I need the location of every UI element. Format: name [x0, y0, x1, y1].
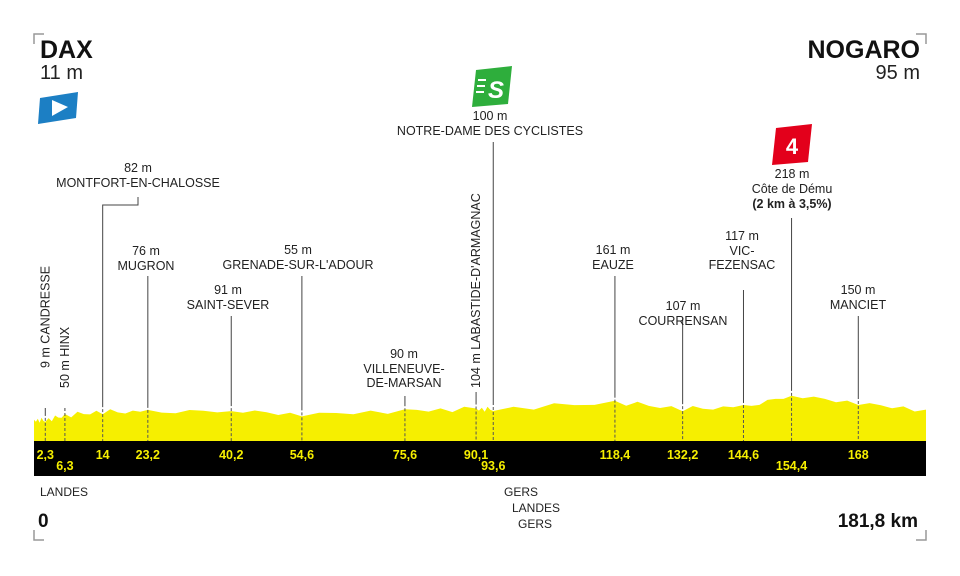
km-mark: 93,6 [481, 459, 505, 473]
km-mark: 144,6 [728, 448, 759, 462]
waypoint-name: MONTFORT-EN-CHALOSSE [56, 176, 220, 190]
finish-altitude: 95 m [875, 62, 920, 84]
waypoint-name: COURRENSAN [639, 314, 728, 328]
waypoint-label: 50 m HINX [58, 326, 72, 388]
waypoint-altitude: 117 m [725, 229, 759, 243]
finish-town: NOGARO [807, 36, 921, 64]
km-labels: 2,36,3 14 23,2 40,2 54,6 75,6 90,193,6 118,4 132… [37, 448, 869, 473]
km-mark: 168 [848, 448, 869, 462]
climb-detail: (2 km à 3,5%) [752, 197, 831, 211]
waypoint-name: MUGRON [118, 259, 175, 273]
waypoint-altitude: 90 m [390, 347, 418, 361]
climb-category-label: 4 [786, 134, 799, 159]
climb-category-icon: 4 [772, 124, 812, 165]
waypoint-altitude: 55 m [284, 243, 312, 257]
km-mark: 14 [96, 448, 110, 462]
region-label: GERS [504, 485, 538, 499]
waypoint-altitude: 100 m [473, 109, 508, 123]
waypoint-name-line2: DE-MARSAN [366, 376, 441, 390]
km-mark: 118,4 [600, 448, 631, 462]
waypoint-name: VIC- [730, 244, 755, 258]
waypoint-altitude: 82 m [124, 161, 152, 175]
km-mark: 23,2 [136, 448, 160, 462]
waypoint-altitude: 150 m [841, 283, 876, 297]
region-label: LANDES [512, 501, 560, 515]
waypoint-label: 9 m CANDRESSE [38, 266, 52, 368]
km-mark: 75,6 [393, 448, 417, 462]
km-mark: 90,1 [464, 448, 488, 462]
sprint-badge-label: S [488, 77, 504, 104]
waypoint-name: VILLENEUVE- [363, 362, 444, 376]
km-mark: 154,4 [776, 459, 807, 473]
waypoint-name: SAINT-SEVER [187, 298, 270, 312]
elevation-profile [34, 395, 926, 441]
sprint-icon: S [472, 66, 512, 107]
km-mark: 40,2 [219, 448, 243, 462]
start-km: 0 [38, 511, 49, 532]
frame-corners [33, 33, 927, 541]
waypoint-leader [102, 197, 139, 408]
region-label: LANDES [40, 485, 88, 499]
km-bar [34, 441, 926, 476]
waypoint-altitude: 107 m [666, 299, 701, 313]
waypoint-label: 104 m LABASTIDE-D'ARMAGNAC [469, 193, 483, 388]
km-mark: 6,3 [56, 459, 73, 473]
waypoint-name: Côte de Dému [752, 182, 833, 196]
waypoint-name: GRENADE-SUR-L'ADOUR [222, 258, 373, 272]
waypoint-labels: 9 m CANDRESSE 50 m HINX 82 mMONTFORT-EN-CH… [38, 109, 886, 390]
region-labels: LANDES GERS LANDES GERS [40, 485, 560, 531]
waypoint-leaders [44, 142, 859, 441]
waypoint-name: EAUZE [592, 258, 634, 272]
waypoint-altitude: 161 m [596, 243, 631, 257]
waypoint-name: MANCIET [830, 298, 887, 312]
start-flag-icon [38, 92, 78, 124]
start-town: DAX [40, 36, 93, 64]
km-mark: 54,6 [290, 448, 314, 462]
waypoint-altitude: 218 m [775, 167, 810, 181]
waypoint-name: NOTRE-DAME DES CYCLISTES [397, 124, 583, 138]
start-altitude: 11 m [40, 62, 83, 84]
total-distance: 181,8 km [837, 511, 918, 532]
waypoint-name-line2: FEZENSAC [709, 258, 776, 272]
region-label: GERS [518, 517, 552, 531]
waypoint-altitude: 76 m [132, 244, 160, 258]
km-mark: 132,2 [667, 448, 698, 462]
waypoint-altitude: 91 m [214, 283, 242, 297]
km-mark: 2,3 [37, 448, 54, 462]
